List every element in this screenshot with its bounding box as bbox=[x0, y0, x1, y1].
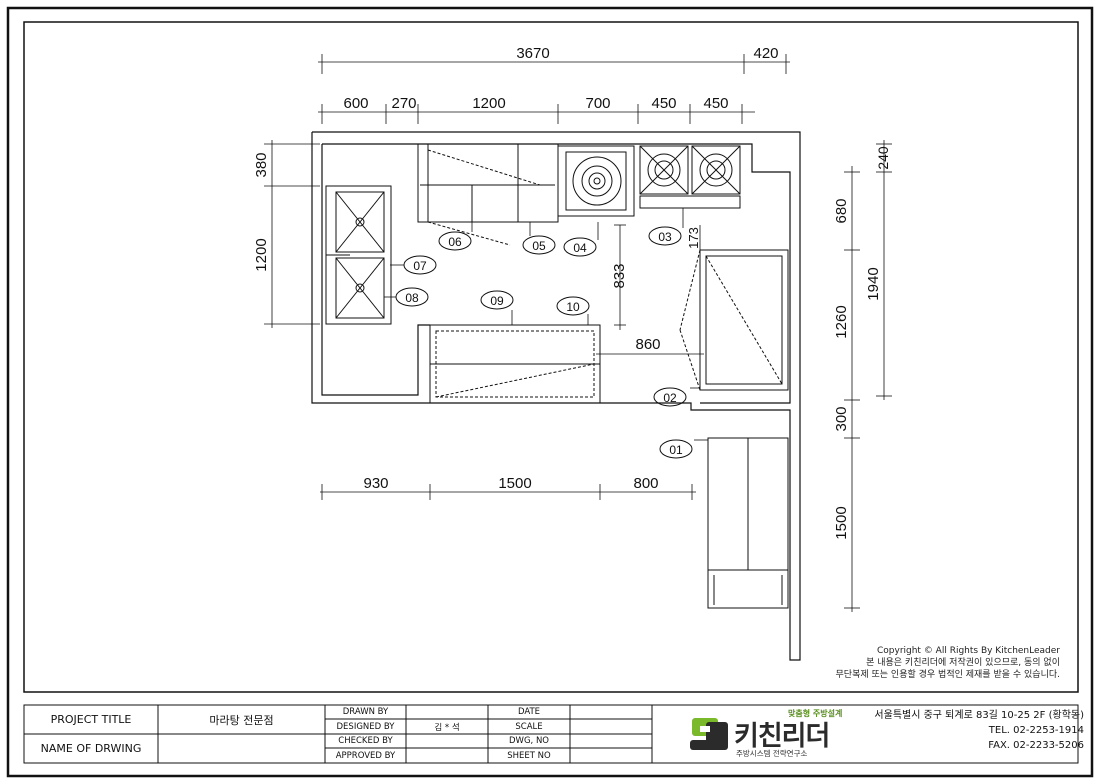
copyright-line-1: Copyright © All Rights By KitchenLeader bbox=[876, 646, 1060, 656]
designed-by-label: DESIGNED BY bbox=[336, 721, 395, 732]
company-logo: 맞춤형 주방설계 키친리더 주방시스템 전략연구소 bbox=[688, 708, 858, 760]
tag-05: 05 bbox=[532, 239, 546, 253]
tag-10-ellipse bbox=[556, 296, 590, 316]
dim-700: 700 bbox=[585, 95, 610, 112]
drawing-frame bbox=[23, 21, 1079, 693]
dim-173: 173 bbox=[686, 227, 701, 249]
company-subtitle: 주방시스템 전략연구소 bbox=[736, 749, 808, 758]
work-table-09 bbox=[429, 324, 601, 404]
dim-1500-bottom: 1500 bbox=[498, 475, 531, 492]
dim-380: 380 bbox=[253, 152, 270, 177]
dim-1200: 1200 bbox=[472, 95, 505, 112]
project-title-label: PROJECT TITLE bbox=[50, 713, 132, 726]
tag-09: 09 bbox=[490, 294, 504, 308]
tag-02: 02 bbox=[663, 391, 677, 405]
tag-08-ellipse bbox=[395, 287, 429, 307]
dim-3670: 3670 bbox=[516, 45, 549, 62]
drawn-by-label: DRAWN BY bbox=[342, 707, 389, 717]
dim-1500-right: 1500 bbox=[833, 506, 850, 539]
refrigerator-02 bbox=[679, 249, 789, 391]
tag-02-ellipse bbox=[653, 387, 687, 407]
scale-label: SCALE bbox=[515, 721, 543, 732]
tag-03: 03 bbox=[658, 230, 672, 244]
tag-10: 10 bbox=[566, 300, 580, 314]
sheet-no-label: SHEET NO bbox=[507, 750, 551, 761]
sink-unit bbox=[325, 185, 392, 325]
dim-300: 300 bbox=[833, 406, 850, 431]
copyright-line-3: 무단복제 또는 인용할 경우 법적인 제재를 받을 수 있습니다. bbox=[835, 670, 1060, 680]
tag-03-ellipse bbox=[648, 226, 682, 246]
company-fax: FAX. 02-2233-5206 bbox=[988, 740, 1084, 751]
dim-1200-left: 1200 bbox=[253, 238, 270, 271]
plan-labels: 3670 420 600 270 1200 700 450 450 380 12… bbox=[253, 45, 891, 540]
tag-09-ellipse bbox=[480, 290, 514, 310]
title-block-grid bbox=[23, 704, 1079, 764]
tag-01-ellipse bbox=[659, 439, 693, 459]
tag-04: 04 bbox=[573, 241, 587, 255]
work-table-06 bbox=[417, 143, 559, 246]
dim-680: 680 bbox=[833, 198, 850, 223]
dim-240: 240 bbox=[875, 146, 891, 170]
name-of-drawing-label: NAME OF DRWING bbox=[40, 742, 142, 755]
copyright-line-2: 본 내용은 키친리더에 저작권이 있으므로, 동의 없이 bbox=[866, 658, 1060, 668]
approved-by-label: APPROVED BY bbox=[335, 750, 396, 761]
tag-07-ellipse bbox=[403, 255, 437, 275]
tag-07: 07 bbox=[413, 259, 427, 273]
leader-lines bbox=[384, 208, 708, 441]
designed-by-value: 김 * 석 bbox=[434, 722, 460, 733]
dim-450-a: 450 bbox=[651, 95, 676, 112]
copyright-notice: Copyright © All Rights By KitchenLeader … bbox=[836, 645, 1060, 681]
tag-06: 06 bbox=[448, 235, 462, 249]
burner-03 bbox=[639, 145, 741, 209]
dim-800: 800 bbox=[633, 475, 658, 492]
tag-06-ellipse bbox=[438, 231, 472, 251]
dim-930: 930 bbox=[363, 475, 388, 492]
checked-by-label: CHECKED BY bbox=[338, 736, 393, 746]
tag-01: 01 bbox=[669, 443, 683, 457]
tag-05-ellipse bbox=[522, 235, 556, 255]
dim-600: 600 bbox=[343, 95, 368, 112]
project-title-value: 마라탕 전문점 bbox=[209, 713, 274, 727]
title-block: PROJECT TITLE NAME OF DRWING 마라탕 전문점 DRA… bbox=[24, 705, 1078, 763]
dim-420: 420 bbox=[753, 45, 778, 62]
outer-border bbox=[6, 6, 1094, 778]
date-label: DATE bbox=[517, 707, 541, 717]
equipment-tags bbox=[395, 226, 693, 459]
dim-833: 833 bbox=[611, 263, 628, 288]
tag-04-ellipse bbox=[563, 237, 597, 257]
company-name: 키친리더 bbox=[734, 721, 830, 752]
tag-08: 08 bbox=[405, 291, 419, 305]
company-tel: TEL. 02-2253-1914 bbox=[988, 725, 1084, 736]
storage-shelf-01 bbox=[707, 437, 789, 609]
dimension-lines bbox=[264, 54, 892, 612]
logo-mark-icon bbox=[690, 718, 728, 750]
dwg-no-label: DWG, NO bbox=[509, 736, 549, 746]
dim-1260: 1260 bbox=[833, 305, 850, 338]
company-address: 서울특별시 중구 퇴계로 83길 10-25 2F (황학동) bbox=[874, 710, 1084, 721]
company-contact: 서울특별시 중구 퇴계로 83길 10-25 2F (황학동) TEL. 02-… bbox=[874, 708, 1084, 753]
range-04 bbox=[557, 145, 635, 217]
room-walls bbox=[311, 131, 801, 661]
dim-450-b: 450 bbox=[703, 95, 728, 112]
dim-860: 860 bbox=[635, 336, 660, 353]
dim-270: 270 bbox=[391, 95, 416, 112]
dim-1940: 1940 bbox=[865, 267, 882, 300]
company-tagline: 맞춤형 주방설계 bbox=[788, 709, 843, 718]
